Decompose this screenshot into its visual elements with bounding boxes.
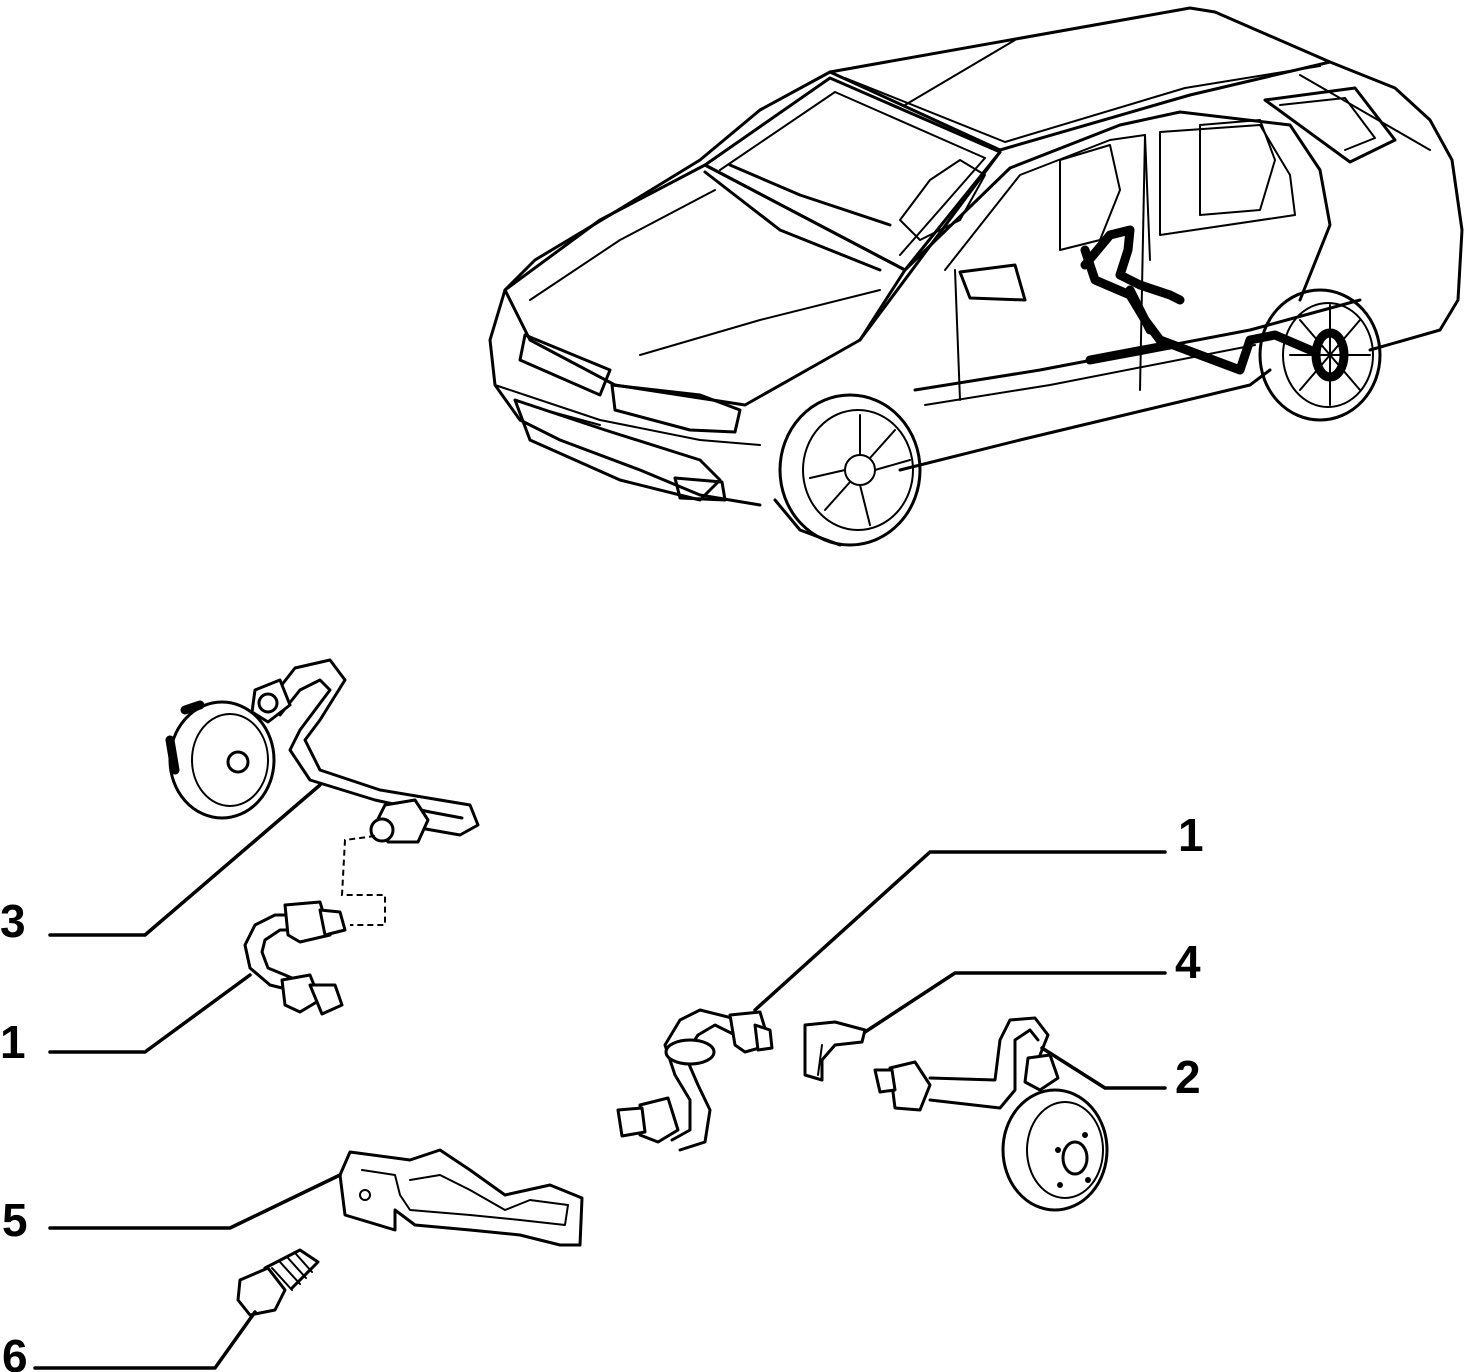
callout-5-left: 5 <box>2 1194 28 1246</box>
callout-labels: 3 1 5 6 1 4 2 <box>0 809 1204 1372</box>
leader-4-right <box>863 971 1167 1034</box>
leader-lines <box>33 783 1167 1370</box>
callout-1-right: 1 <box>1178 809 1204 861</box>
part-3-brake-pipe <box>165 658 480 926</box>
part-6-bleed-screw <box>236 1248 320 1317</box>
leader-5-left <box>48 1173 342 1230</box>
part-1-brake-pipe-right <box>616 1008 774 1152</box>
callout-2-right: 2 <box>1175 1051 1201 1103</box>
part-1-brake-pipe-left <box>243 900 347 1016</box>
leader-3-left <box>48 783 322 937</box>
part-2-brake-pipe <box>873 1016 1109 1212</box>
leader-2-right <box>1040 1046 1167 1090</box>
leader-6-left <box>33 1310 257 1370</box>
callout-6-left: 6 <box>2 1330 28 1372</box>
callout-3-left: 3 <box>0 895 26 947</box>
part-4-clip <box>803 1020 867 1082</box>
callout-1-left: 1 <box>0 1016 26 1068</box>
part-5-bracket <box>338 1148 584 1247</box>
leader-1-right <box>753 850 1167 1012</box>
leader-1-left <box>48 973 252 1054</box>
car-illustration <box>488 6 1464 547</box>
callout-4-right: 4 <box>1175 936 1201 988</box>
